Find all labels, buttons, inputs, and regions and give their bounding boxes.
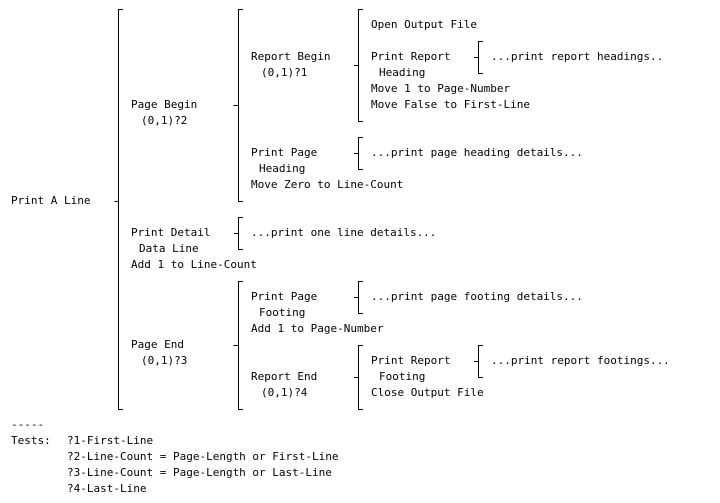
report-end-label: Report End <box>251 370 318 383</box>
bracket-report-end <box>358 345 363 410</box>
report-end-condition: (0,1)?4 <box>261 386 308 399</box>
print-page-heading-line2: Heading <box>259 162 306 175</box>
print-detail-line1: Print Detail <box>131 226 211 239</box>
page-heading-detail: ...print page heading details... <box>371 146 583 159</box>
page-end-condition: (0,1)?3 <box>141 354 188 367</box>
move-page-number: Move 1 to Page-Number <box>371 82 511 95</box>
bracket-report-begin <box>358 9 363 122</box>
tests-label: Tests: <box>11 434 51 447</box>
page-footing-detail: ...print page footing details... <box>371 290 583 303</box>
bracket-page-begin <box>238 9 243 202</box>
print-page-footing-line2: Footing <box>259 306 306 319</box>
bracket-report-heading <box>478 41 483 74</box>
print-report-footing-line1: Print Report <box>371 354 451 367</box>
print-page-heading-line1: Print Page <box>251 146 318 159</box>
bracket-page-end <box>238 281 243 410</box>
bracket-root <box>118 9 123 410</box>
bracket-page-footing <box>358 281 363 314</box>
page-begin-condition: (0,1)?2 <box>141 114 188 127</box>
move-zero-line-count: Move Zero to Line-Count <box>251 178 404 191</box>
page-end-label: Page End <box>131 338 184 351</box>
root-label: Print A Line <box>11 194 91 207</box>
test-item-2: ?2-Line-Count = Page-Length or First-Lin… <box>67 450 339 463</box>
print-report-heading-line1: Print Report <box>371 50 451 63</box>
add-page-number: Add 1 to Page-Number <box>251 322 384 335</box>
test-item-1: ?1-First-Line <box>67 434 154 447</box>
page-begin-label: Page Begin <box>131 98 198 111</box>
one-line-detail: ...print one line details... <box>251 226 437 239</box>
report-footings-detail: ...print report footings... <box>491 354 670 367</box>
report-begin-label: Report Begin <box>251 50 331 63</box>
test-item-4: ?4-Last-Line <box>67 482 147 495</box>
tests-separator: ----- <box>11 418 45 431</box>
bracket-print-detail <box>238 217 243 250</box>
move-first-line: Move False to First-Line <box>371 98 530 111</box>
test-item-3: ?3-Line-Count = Page-Length or Last-Line <box>67 466 332 479</box>
print-detail-line2: Data Line <box>139 242 199 255</box>
report-begin-condition: (0,1)?1 <box>261 66 308 79</box>
close-output-file: Close Output File <box>371 386 484 399</box>
print-page-footing-line1: Print Page <box>251 290 318 303</box>
bracket-report-footing <box>478 345 483 378</box>
report-headings-detail: ...print report headings.. <box>491 50 664 63</box>
bracket-page-heading <box>358 137 363 170</box>
print-report-footing-line2: Footing <box>379 370 426 383</box>
print-report-heading-line2: Heading <box>379 66 426 79</box>
add-line-count: Add 1 to Line-Count <box>131 258 257 271</box>
open-output-file: Open Output File <box>371 18 477 31</box>
